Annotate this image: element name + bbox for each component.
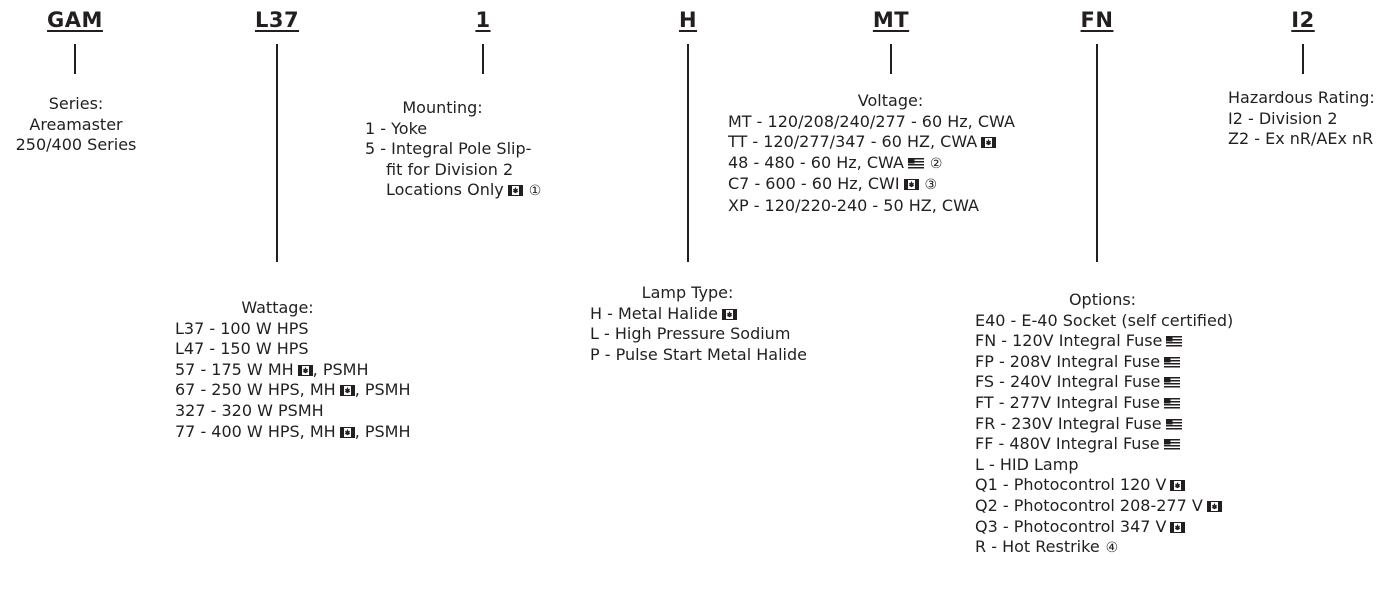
footnote-marker: ④ bbox=[1105, 540, 1119, 557]
options-item: FS - 240V Integral Fuse bbox=[975, 372, 1233, 393]
code-mounting: 1 bbox=[475, 8, 491, 32]
hazardous-item: Z2 - Ex nR/AEx nR bbox=[1228, 129, 1374, 149]
voltage-item: TT - 120/277/347 - 60 HZ, CWA bbox=[728, 132, 1053, 153]
options-item: FN - 120V Integral Fuse bbox=[975, 331, 1233, 352]
footnote-marker: ① bbox=[528, 183, 542, 200]
connector-options bbox=[1096, 44, 1098, 262]
canada-flag-icon bbox=[297, 364, 313, 376]
canada-flag-icon bbox=[981, 137, 997, 149]
lamp-type-block: Lamp Type: H - Metal Halide L - High Pre… bbox=[590, 283, 807, 365]
series-heading: Series: bbox=[48, 94, 104, 113]
voltage-item: MT - 120/208/240/277 - 60 Hz, CWA bbox=[728, 111, 1015, 131]
footnote-marker: ② bbox=[929, 155, 943, 172]
series-line: Areamaster bbox=[29, 114, 123, 134]
options-item: FP - 208V Integral Fuse bbox=[975, 352, 1233, 373]
wattage-item: 77 - 400 W HPS, MH, PSMH bbox=[175, 421, 411, 441]
wattage-item: 57 - 175 W MH, PSMH bbox=[175, 359, 369, 379]
wattage-item: 67 - 250 W HPS, MH, PSMH bbox=[175, 380, 411, 400]
connector-lamp-type bbox=[687, 44, 689, 262]
mounting-item: fit for Division 2 bbox=[386, 159, 514, 179]
options-block: Options: E40 - E-40 Socket (self certifi… bbox=[975, 290, 1233, 559]
mounting-block: Mounting: 1 - Yoke 5 - Integral Pole Sli… bbox=[365, 98, 541, 202]
lamp-type-item: P - Pulse Start Metal Halide bbox=[590, 344, 807, 364]
us-flag-icon bbox=[1164, 356, 1181, 368]
code-wattage: L37 bbox=[254, 8, 300, 32]
lamp-type-item: H - Metal Halide bbox=[590, 304, 807, 325]
us-flag-icon bbox=[1163, 439, 1180, 451]
lamp-type-item: L - High Pressure Sodium bbox=[590, 324, 791, 344]
us-flag-icon bbox=[1166, 336, 1183, 348]
wattage-item: L47 - 150 W HPS bbox=[175, 339, 309, 359]
canada-flag-icon bbox=[1170, 521, 1186, 533]
options-item: FT - 277V Integral Fuse bbox=[975, 393, 1233, 414]
wattage-heading: Wattage: bbox=[241, 298, 314, 317]
code-voltage: MT bbox=[872, 8, 910, 32]
lamp-type-heading: Lamp Type: bbox=[641, 283, 734, 302]
canada-flag-icon bbox=[903, 179, 919, 191]
options-item: FF - 480V Integral Fuse bbox=[975, 434, 1233, 455]
canada-flag-icon bbox=[339, 385, 355, 397]
code-options: FN bbox=[1080, 8, 1114, 32]
code-lamp-type: H bbox=[678, 8, 698, 32]
voltage-block: Voltage: MT - 120/208/240/277 - 60 Hz, C… bbox=[728, 91, 1053, 217]
wattage-item: L37 - 100 W HPS bbox=[175, 318, 309, 338]
canada-flag-icon bbox=[721, 308, 737, 320]
mounting-item: 5 - Integral Pole Slip- bbox=[365, 139, 532, 159]
options-item: Q1 - Photocontrol 120 V bbox=[975, 475, 1233, 496]
voltage-item: XP - 120/220-240 - 50 HZ, CWA bbox=[728, 195, 979, 215]
canada-flag-icon bbox=[339, 426, 355, 438]
hazardous-item: I2 - Division 2 bbox=[1228, 108, 1338, 128]
code-hazardous: I2 bbox=[1291, 8, 1315, 32]
us-flag-icon bbox=[1165, 418, 1182, 430]
hazardous-heading: Hazardous Rating: bbox=[1228, 88, 1375, 107]
voltage-heading: Voltage: bbox=[857, 91, 924, 110]
connector-series bbox=[74, 44, 76, 74]
wattage-item: 327 - 320 W PSMH bbox=[175, 400, 324, 420]
us-flag-icon bbox=[1163, 397, 1180, 409]
hazardous-block: Hazardous Rating: I2 - Division 2 Z2 - E… bbox=[1228, 88, 1375, 150]
code-series: GAM bbox=[47, 8, 103, 32]
us-flag-icon bbox=[907, 157, 924, 169]
options-heading: Options: bbox=[1068, 290, 1137, 309]
connector-voltage bbox=[890, 44, 892, 74]
mounting-heading: Mounting: bbox=[402, 98, 483, 117]
options-item: L - HID Lamp bbox=[975, 454, 1079, 474]
footnote-marker: ③ bbox=[924, 177, 938, 194]
options-item: Q3 - Photocontrol 347 V bbox=[975, 517, 1233, 538]
canada-flag-icon bbox=[507, 185, 523, 197]
connector-hazardous bbox=[1302, 44, 1304, 74]
connector-mounting bbox=[482, 44, 484, 74]
options-item: Q2 - Photocontrol 208-277 V bbox=[975, 496, 1233, 517]
series-line: 250/400 Series bbox=[15, 135, 137, 155]
canada-flag-icon bbox=[1206, 500, 1222, 512]
series-block: Series: Areamaster 250/400 Series bbox=[16, 94, 137, 156]
wattage-block: Wattage: L37 - 100 W HPS L47 - 150 W HPS… bbox=[175, 298, 411, 442]
us-flag-icon bbox=[1164, 377, 1181, 389]
connector-wattage bbox=[276, 44, 278, 262]
mounting-item: 1 - Yoke bbox=[365, 118, 428, 138]
options-item: FR - 230V Integral Fuse bbox=[975, 414, 1233, 435]
canada-flag-icon bbox=[1170, 480, 1186, 492]
options-item: E40 - E-40 Socket (self certified) bbox=[975, 310, 1234, 330]
